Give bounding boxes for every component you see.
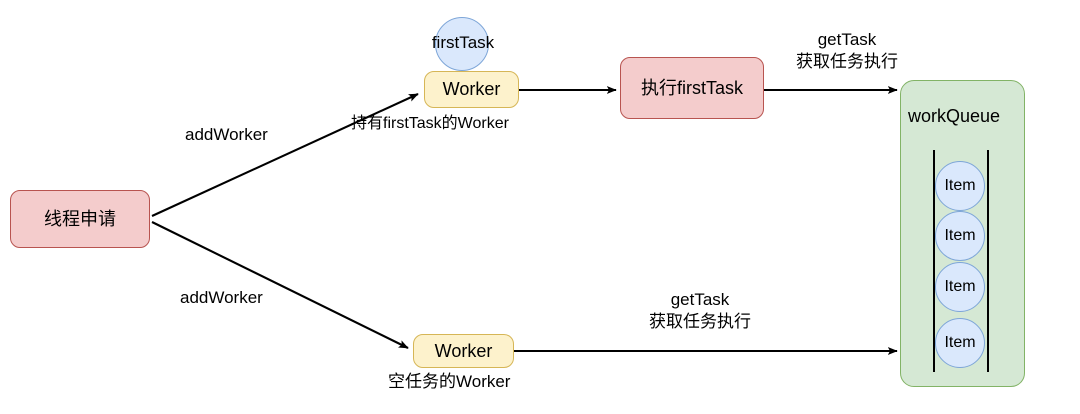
node-thread-request[interactable]: 线程申请	[10, 190, 150, 248]
node-worker-top-label: Worker	[442, 79, 501, 100]
queue-item[interactable]: Item	[935, 161, 985, 211]
node-first-task-circle[interactable]	[435, 17, 489, 71]
caption-worker-bottom: 空任务的Worker	[388, 372, 511, 391]
node-thread-request-label: 线程申请	[44, 208, 116, 229]
queue-rail-left	[933, 150, 936, 372]
node-worker-top[interactable]: Worker	[424, 71, 519, 108]
queue-item-label: Item	[944, 177, 976, 194]
edge-label-get-task-top-line1: getTask	[817, 30, 877, 49]
edge-label-get-task-top-line2: 获取任务执行	[796, 52, 898, 71]
queue-item-label: Item	[944, 227, 976, 244]
edge-label-add-worker-top: addWorker	[185, 125, 268, 144]
queue-rail-right	[987, 150, 990, 372]
queue-item[interactable]: Item	[935, 318, 985, 368]
queue-item[interactable]: Item	[935, 211, 985, 261]
edge-label-get-task-bottom-line1: getTask	[670, 290, 730, 309]
node-first-task-label: firstTask	[431, 33, 495, 52]
edge-add-worker-top	[151, 93, 419, 217]
node-exec-first-task[interactable]: 执行firstTask	[620, 57, 764, 119]
node-exec-first-task-label: 执行firstTask	[640, 77, 743, 98]
panel-work-queue-title: workQueue	[908, 106, 1001, 126]
edge-add-worker-bottom	[151, 221, 409, 349]
node-worker-bottom-label: Worker	[434, 340, 493, 361]
queue-item-label: Item	[944, 278, 976, 295]
queue-item[interactable]: Item	[935, 262, 985, 312]
edge-label-add-worker-bottom: addWorker	[180, 288, 263, 307]
queue-item-label: Item	[944, 334, 976, 351]
edge-label-get-task-bottom-line2: 获取任务执行	[649, 312, 751, 331]
node-worker-bottom[interactable]: Worker	[413, 334, 514, 368]
caption-worker-top: 持有firstTask的Worker	[351, 115, 509, 132]
